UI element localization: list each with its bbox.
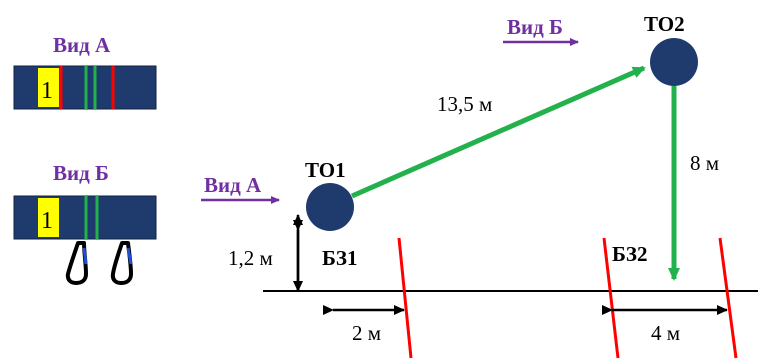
carabiner-icon	[65, 241, 88, 285]
view-b-indicator: Вид Б	[503, 15, 579, 46]
legend-view-a-title: Вид А	[53, 33, 111, 57]
bz1-label: БЗ1	[322, 246, 357, 270]
legend-view-b-tag: 1	[41, 208, 53, 234]
legend-view-b: Вид Б 1	[13, 161, 157, 285]
anchor-point-to2	[650, 38, 698, 86]
to2-label: ТО2	[644, 12, 685, 36]
distance-to2-down-label: 8 м	[690, 151, 719, 175]
view-a-indicator: Вид А	[201, 173, 280, 204]
legend-view-a-tag: 1	[41, 78, 53, 104]
anchor-point-to1	[306, 183, 354, 231]
bz1-width-label: 2 м	[352, 321, 381, 345]
height-to1-label: 1,2 м	[228, 246, 273, 270]
bz2-boundary-line-left	[602, 237, 620, 359]
to1-label: ТО1	[305, 158, 346, 182]
legend-view-b-title: Вид Б	[53, 161, 109, 185]
view-a-arrow-label: Вид А	[204, 173, 262, 197]
rope-to1-to2-arrow	[350, 65, 646, 199]
legend-view-a: Вид А 1	[13, 33, 157, 110]
legend-view-a-tag-box	[38, 68, 59, 107]
carabiner-icon	[110, 241, 133, 285]
bz2-label: БЗ2	[612, 242, 647, 266]
distance-to1-to2-label: 13,5 м	[437, 92, 492, 116]
bz2-boundary-line-right	[718, 237, 738, 359]
view-b-arrow-label: Вид Б	[507, 15, 563, 39]
bz2-width-label: 4 м	[651, 321, 680, 345]
legend-view-b-tag-box	[38, 198, 59, 237]
bz1-boundary-line	[397, 237, 413, 359]
